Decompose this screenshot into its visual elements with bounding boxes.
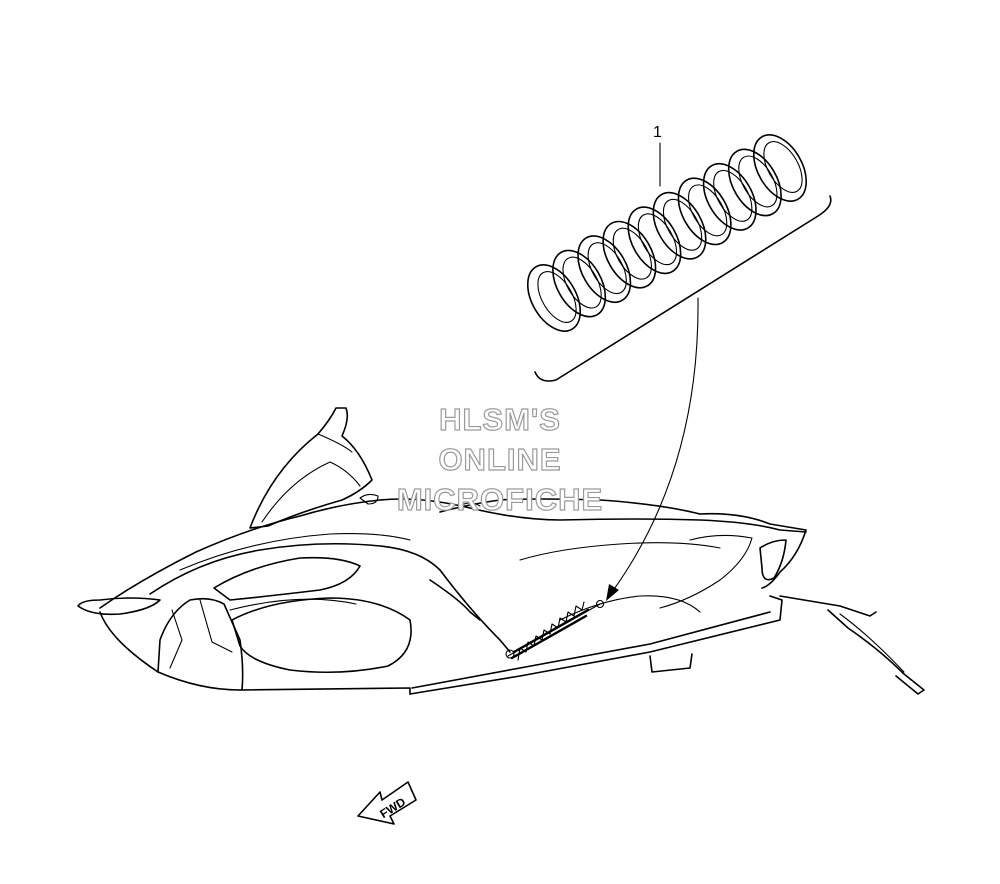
spring-coil-inner [713, 169, 753, 222]
spring-coil-inner [612, 227, 652, 280]
spring-coil [602, 220, 657, 289]
spring-coil [552, 249, 607, 318]
spring-coil-inner [537, 271, 577, 323]
spring-coil-inner [763, 141, 803, 193]
watermark-line-2: ONLINE [438, 441, 562, 477]
snowmobile-outline [77, 407, 925, 695]
watermark-line-3: MICROFICHE [396, 481, 604, 517]
watermark: HLSM'S ONLINE MICROFICHE [380, 400, 620, 520]
spring-coil [627, 206, 682, 275]
pointer-arrow-line [611, 297, 699, 593]
spring-coil-inner [637, 213, 678, 266]
callout-number: 1 [653, 124, 662, 141]
spring-coil-inner [562, 256, 602, 309]
spring-coil-inner [738, 155, 778, 208]
spring-coil [727, 148, 782, 217]
spring-part[interactable] [517, 126, 817, 340]
spring-coil [652, 191, 707, 260]
spring-coil-inner [688, 184, 728, 237]
spring-coil [577, 235, 632, 303]
spring-coil [677, 177, 732, 246]
spring-coil [752, 134, 808, 202]
detail-bracket [534, 195, 832, 382]
pointer-arrow-head [606, 584, 619, 601]
watermark-line-1: HLSM'S [438, 401, 561, 437]
spring-coil [702, 163, 757, 231]
forward-arrow-icon: FWD [357, 781, 417, 825]
spring-coil-inner [662, 198, 703, 251]
spring-coil [526, 264, 582, 332]
spring-coil-inner [587, 242, 627, 295]
